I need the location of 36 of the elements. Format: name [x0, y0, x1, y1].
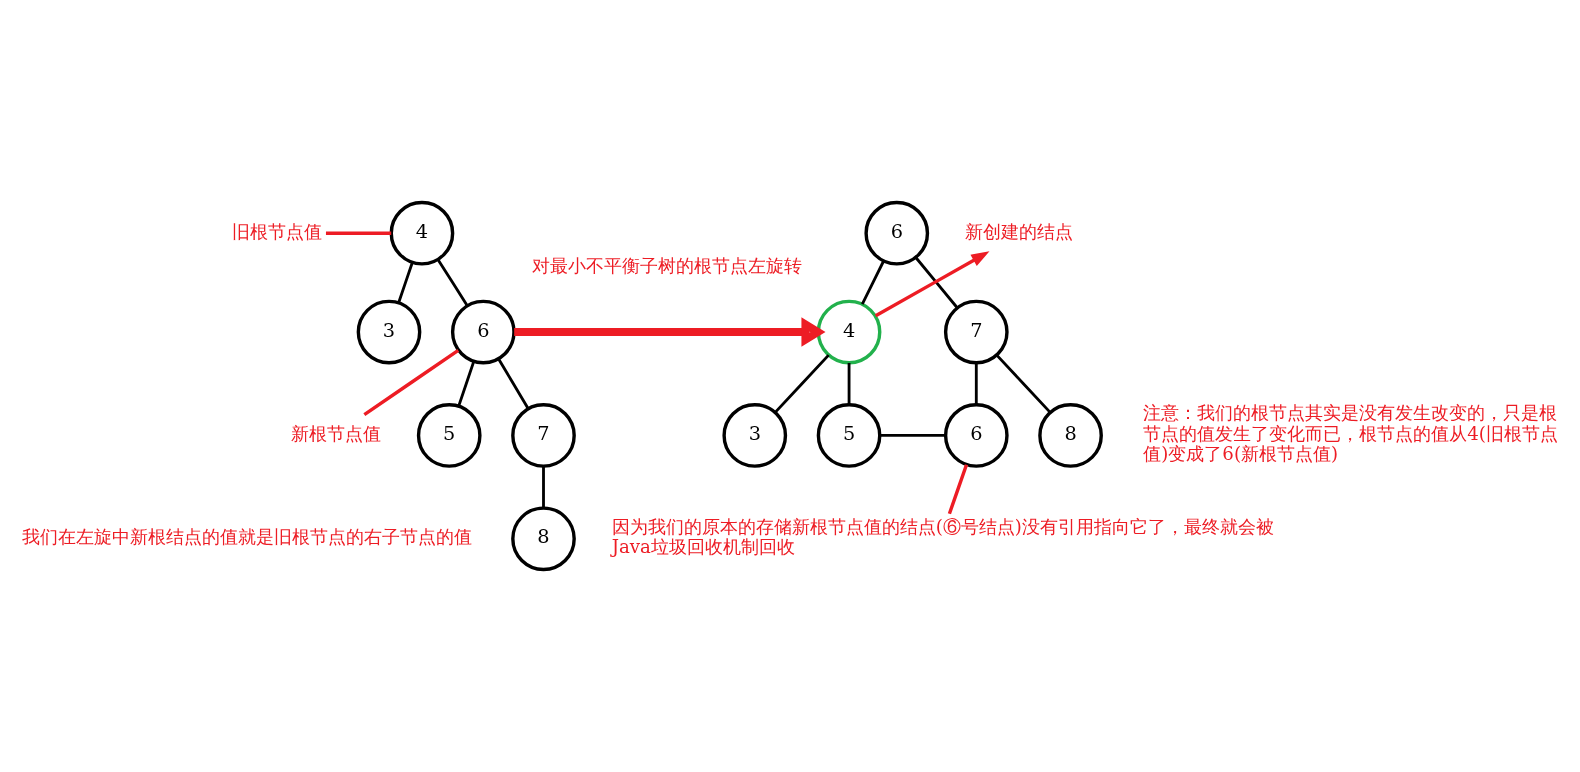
- node-text: 旧根节点值: [231, 220, 322, 242]
- label: 我们在左旋中新根结点的值就是旧根节点的右子节点的值: [22, 526, 473, 548]
- connector: [914, 256, 959, 309]
- node-circle: 5: [416, 403, 482, 468]
- edge-label: 对最小不平衡子树的根节点左旋转: [532, 254, 803, 276]
- node-circle: 8: [1038, 403, 1103, 468]
- node-circle: 7: [943, 299, 1009, 365]
- node-circle: 5: [816, 403, 882, 468]
- connector: [974, 362, 978, 405]
- arrow: [874, 251, 990, 318]
- connector: [325, 231, 392, 235]
- node-circle: 3: [722, 403, 788, 468]
- connector: [879, 434, 946, 437]
- node-circle: 8: [511, 506, 576, 572]
- node-text: 新根节点值: [290, 422, 381, 444]
- connector: [847, 362, 851, 405]
- node-text: 新创建的结点: [965, 220, 1074, 242]
- connector: [861, 260, 885, 305]
- node-circle: 4: [389, 200, 455, 266]
- connector: [436, 258, 469, 307]
- node-text: 因为我们的原本的存储新根节点值的结点(⑥号结点)没有引用指向它了，最终就会被Java垃圾回收机制回收: [611, 515, 1274, 558]
- connector: [947, 464, 969, 515]
- node-circle: 6: [943, 403, 1009, 468]
- connector: [774, 354, 830, 414]
- node-circle: 7: [511, 403, 576, 468]
- connector: [542, 466, 545, 509]
- connector: [995, 354, 1052, 414]
- node-circle: 3: [356, 299, 422, 365]
- node-circle: 6: [864, 200, 930, 266]
- connector: [397, 262, 414, 304]
- node-circle: 6: [450, 299, 516, 365]
- connector: [497, 357, 530, 410]
- node-circle: 4: [816, 299, 882, 365]
- label: 注意：我们的根节点其实是没有发生改变的，只是根节点的值发生了变化而已，根节点的值从4(旧根节点值)变成了6(新根节点值): [1143, 402, 1558, 465]
- connector: [363, 348, 460, 416]
- connector: [457, 360, 476, 407]
